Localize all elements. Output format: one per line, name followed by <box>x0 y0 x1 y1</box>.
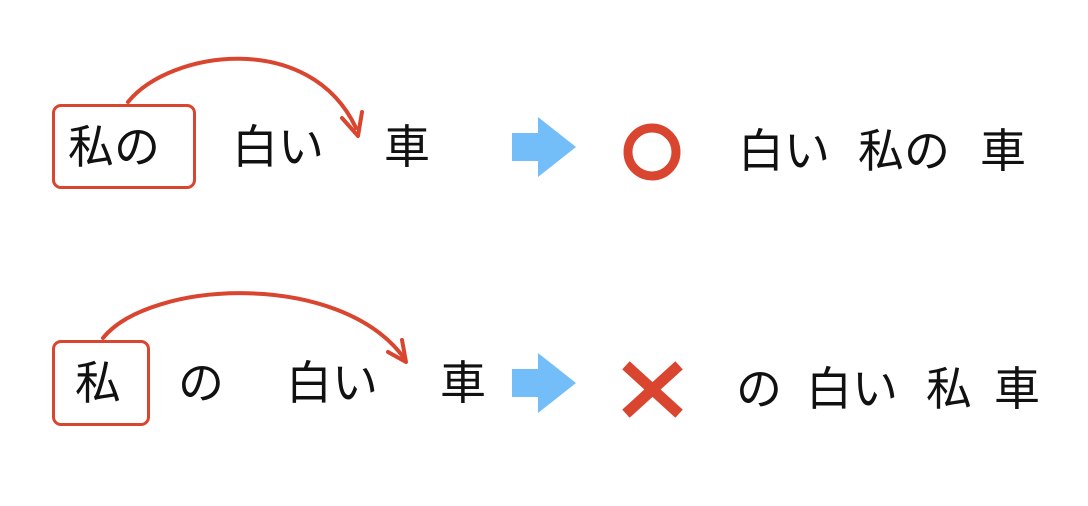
highlight-box-watashi-no <box>52 104 196 189</box>
right-arrow-icon <box>512 353 576 413</box>
result-word-3: 車 <box>980 124 1026 178</box>
word-shiroi: 白い <box>232 120 324 174</box>
cross-x-icon <box>622 361 683 418</box>
result-word-2: 私の <box>858 124 950 178</box>
result-word-2: 白い <box>806 362 898 416</box>
word-watashi-no: 私の <box>68 120 160 174</box>
result-word-3: 私 <box>926 362 972 416</box>
result-word-1: 白い <box>738 124 830 178</box>
word-shiroi: 白い <box>286 356 378 410</box>
word-kuruma: 車 <box>440 356 486 410</box>
move-arrow-row1 <box>126 56 364 138</box>
result-word-4: 車 <box>994 362 1040 416</box>
right-arrow-icon <box>512 117 576 177</box>
word-watashi: 私 <box>75 356 121 410</box>
circle-o-icon <box>623 123 681 181</box>
move-arrow-row2 <box>101 291 408 364</box>
highlight-box-watashi <box>52 340 150 426</box>
result-word-1: の <box>736 362 782 416</box>
word-kuruma: 車 <box>384 120 430 174</box>
word-no: の <box>178 356 224 410</box>
